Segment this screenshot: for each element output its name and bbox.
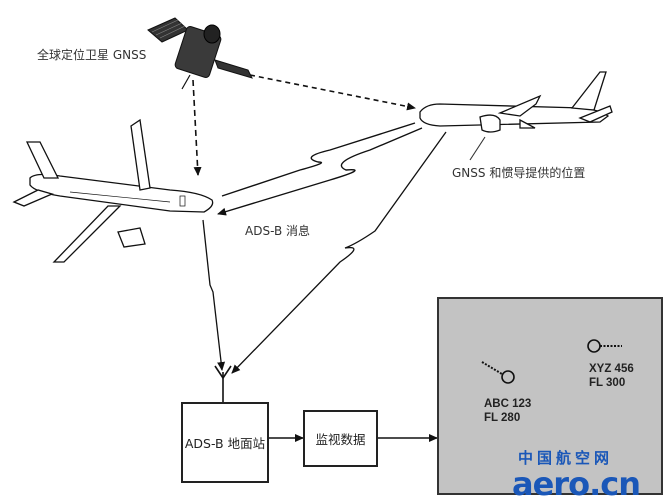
target-abc123-symbol	[481, 361, 515, 384]
target-xyz456-symbol	[587, 339, 622, 353]
radar-symbols	[481, 339, 622, 384]
position-source-label: GNSS 和惯导提供的位置	[452, 166, 586, 180]
right-aircraft-icon	[419, 71, 613, 133]
watermark-en: aero.cn	[512, 465, 641, 502]
adsb-message-label: ADS-B 消息	[245, 224, 311, 238]
satellite-icon	[147, 17, 253, 90]
position-pointer	[469, 136, 486, 161]
adsb-signal-right-to-ground	[231, 131, 447, 374]
flight-level: FL 300	[589, 377, 626, 389]
ground-station-label: ADS-B 地面站	[184, 436, 266, 451]
adsb-signal-right-to-left-upper	[221, 122, 416, 197]
flight-level: FL 280	[484, 412, 521, 424]
surveillance-data-block: 监视数据	[303, 410, 378, 467]
adsb-signal-right-to-left-lower	[217, 127, 423, 216]
watermark-cn: 中国航空网	[518, 449, 614, 467]
surveillance-data-label: 监视数据	[315, 432, 366, 447]
adsb-signal-left-to-ground	[202, 219, 226, 371]
gnss-signal-to-left-aircraft	[192, 79, 202, 176]
radar-display: ABC 123 FL 280 XYZ 456 FL 300	[437, 297, 663, 495]
left-aircraft-icon	[12, 118, 214, 263]
satellite-label: 全球定位卫星 GNSS	[37, 48, 147, 62]
target-xyz456-tag: XYZ 456 FL 300	[589, 362, 634, 390]
callsign: ABC 123	[484, 398, 532, 410]
gnss-signal-to-right-aircraft	[249, 74, 416, 111]
callsign: XYZ 456	[589, 363, 634, 375]
antenna-icon	[214, 365, 232, 402]
target-abc123-tag: ABC 123 FL 280	[484, 397, 531, 425]
ground-station-block: ADS-B 地面站	[181, 402, 269, 483]
